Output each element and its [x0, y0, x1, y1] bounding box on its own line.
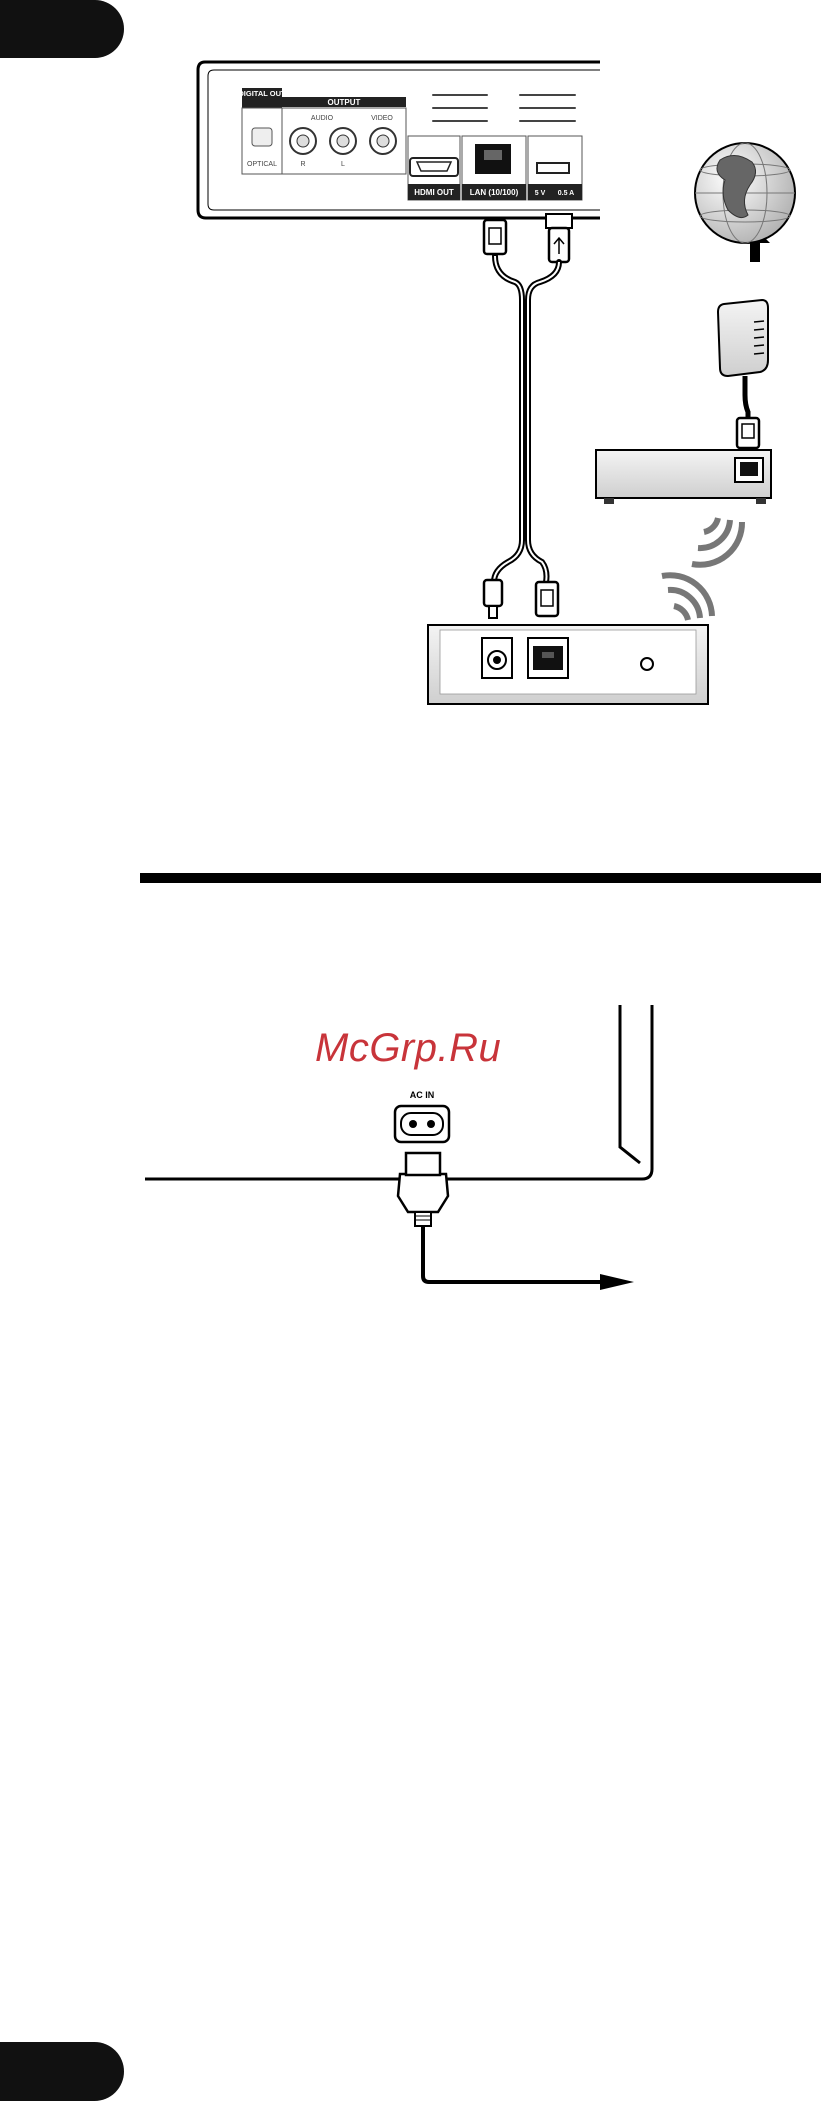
- wireless-signal-icon: [662, 575, 712, 620]
- power-cord: [423, 1226, 600, 1282]
- usb-port: [537, 163, 569, 173]
- ac-in-label: AC IN: [410, 1090, 435, 1100]
- dc-plug: [484, 580, 502, 618]
- optical-label: OPTICAL: [247, 161, 277, 168]
- usb-current-label: 0.5 A: [558, 190, 574, 197]
- ac-plug: [398, 1153, 448, 1226]
- wireless-converter: [428, 625, 708, 704]
- audio-l-jack: [330, 128, 356, 154]
- modem: [718, 300, 768, 376]
- usb-voltage-label: 5 V: [535, 190, 546, 197]
- router-signal-icon: [692, 518, 742, 565]
- modem-router-cable: [737, 376, 759, 448]
- audio-r-jack: [290, 128, 316, 154]
- optical-port: [252, 128, 272, 146]
- output-label: OUTPUT: [328, 98, 361, 107]
- video-label: VIDEO: [371, 115, 393, 122]
- globe-icon: [695, 143, 795, 243]
- audio-label: AUDIO: [311, 115, 334, 122]
- watermark: McGrp.Ru: [315, 1026, 501, 1071]
- ac-inlet: [395, 1106, 449, 1142]
- audio-l-label: L: [341, 161, 345, 168]
- audio-r-label: R: [300, 161, 305, 168]
- converter-button: [641, 658, 653, 670]
- video-jack: [370, 128, 396, 154]
- lan-usb-cable: [494, 256, 559, 582]
- lan-plug-top: [484, 220, 506, 254]
- router: [596, 450, 771, 504]
- player-rear-panel: DIGITAL OUT OUTPUT OPTICAL AUDIO VIDEO R…: [198, 62, 600, 218]
- router-lan-port: [740, 462, 758, 476]
- section-rule: [140, 873, 821, 883]
- lan-label: LAN (10/100): [470, 188, 519, 197]
- right-arrow-icon: [600, 1274, 634, 1290]
- usb-plug-top: [546, 214, 572, 262]
- hdmi-port: [410, 158, 458, 176]
- digital-out-label: DIGITAL OUT: [238, 89, 286, 98]
- hdmi-out-label: HDMI OUT: [414, 188, 454, 197]
- lan-plug-bottom: [536, 582, 558, 616]
